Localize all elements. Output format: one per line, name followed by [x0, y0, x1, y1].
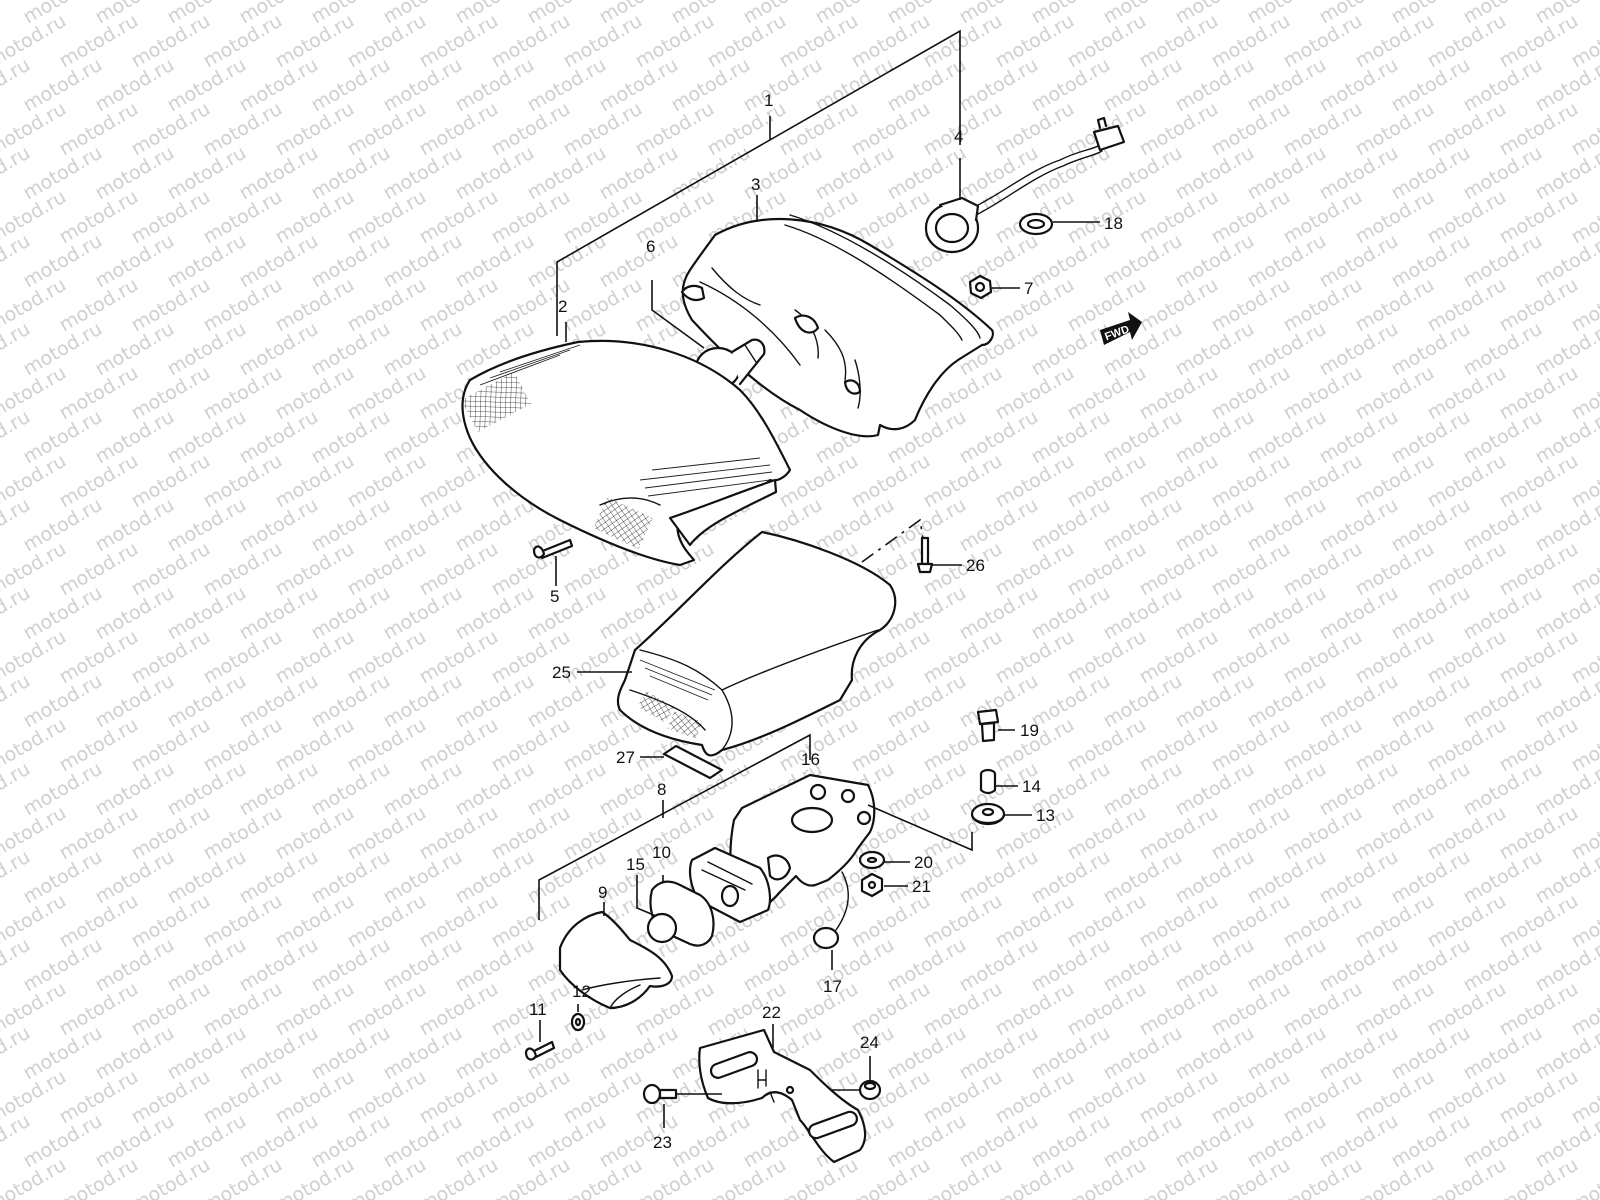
bracket-8 [538, 733, 811, 920]
callout-14: 14 [1022, 777, 1041, 796]
collar-14 [979, 768, 997, 795]
cushion-17 [812, 871, 849, 950]
leader-15 [636, 875, 657, 917]
callout-9: 9 [598, 883, 607, 902]
grommet-13 [970, 802, 1006, 826]
callout-23: 23 [653, 1133, 672, 1152]
screw-11 [524, 1040, 556, 1061]
reflector-27 [662, 744, 724, 780]
callout-13: 13 [1036, 806, 1055, 825]
lamp-housing-3 [680, 214, 994, 438]
callout-8: 8 [657, 780, 666, 799]
callout-16: 16 [801, 750, 820, 769]
nut-24 [830, 1079, 882, 1101]
license-lens-9 [558, 910, 674, 1010]
callout-22: 22 [762, 1003, 781, 1022]
bolt-19 [976, 708, 1000, 743]
lamp-lens-2 [461, 339, 792, 567]
callout-17: 17 [823, 977, 842, 996]
socket-10 [688, 846, 792, 924]
callout-15: 15 [626, 855, 645, 874]
callout-27: 27 [616, 748, 635, 767]
screw-26 [861, 518, 934, 574]
license-bracket-22 [698, 1028, 867, 1164]
callout-11: 11 [529, 1000, 547, 1019]
callout-26: 26 [966, 556, 985, 575]
bolt-23 [642, 1083, 722, 1105]
callout-3: 3 [751, 175, 760, 194]
callout-6: 6 [646, 237, 655, 256]
washer-12 [570, 1012, 586, 1032]
rear-cover-25 [616, 530, 897, 757]
callout-7: 7 [1024, 279, 1033, 298]
callout-5: 5 [550, 587, 559, 606]
callout-2: 2 [558, 297, 567, 316]
callout-4: 4 [954, 127, 963, 146]
callout-18: 18 [1104, 214, 1123, 233]
callout-21: 21 [912, 877, 931, 896]
gasket-15 [646, 880, 715, 947]
callout-24: 24 [860, 1033, 879, 1052]
callout-10: 10 [652, 843, 671, 862]
bracket-1 [556, 29, 961, 336]
callout-layer: 1 2 3 4 5 6 7 8 9 10 11 12 13 14 15 16 1… [529, 91, 1123, 1152]
socket-harness-4 [924, 116, 1126, 254]
callout-12: 12 [572, 982, 591, 1001]
screw-5 [532, 538, 574, 560]
nut-21 [860, 872, 884, 898]
leader-16 [867, 804, 973, 852]
callout-1: 1 [764, 91, 773, 110]
callout-25: 25 [552, 663, 571, 682]
callout-19: 19 [1020, 721, 1039, 740]
washer-20 [858, 850, 886, 870]
nut-7 [968, 274, 993, 300]
callout-20: 20 [914, 853, 933, 872]
